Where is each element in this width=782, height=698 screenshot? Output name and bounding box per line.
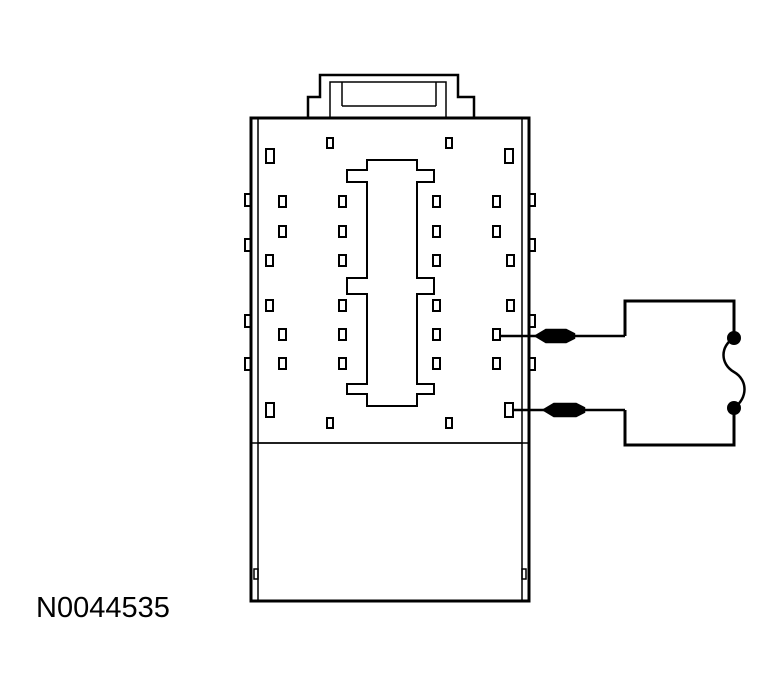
- terminal-cavities: [265, 137, 515, 429]
- fuse-symbol: [722, 336, 746, 410]
- test-probe-lower: [513, 402, 625, 418]
- center-cavity: [346, 159, 435, 407]
- fuse-terminal-top: [727, 331, 741, 345]
- connector-latch: [306, 73, 476, 118]
- connector-body: [249, 116, 531, 603]
- side-clips: [244, 193, 536, 371]
- fuse-terminal-bottom: [727, 401, 741, 415]
- figure-id-label: N0044535: [36, 592, 170, 624]
- test-circuit-loop: [623, 299, 736, 447]
- test-probe-upper: [500, 328, 625, 344]
